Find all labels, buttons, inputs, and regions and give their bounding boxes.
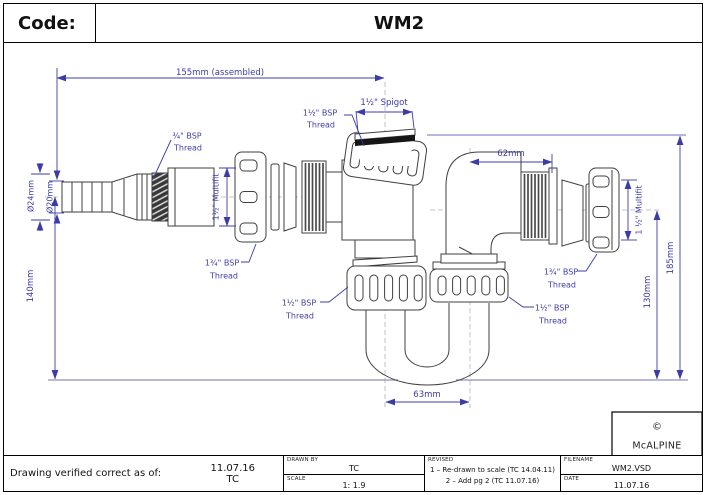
label-outlet-nut-1: 1¾" BSP xyxy=(544,268,578,277)
label-inlet-nut-2: Thread xyxy=(209,272,238,281)
trap-inlet-washer xyxy=(352,255,418,268)
verified-by: TC xyxy=(226,473,239,485)
label-spigot-nut-2: Thread xyxy=(306,121,335,130)
leader-outlet-nut xyxy=(578,253,598,272)
dim-140mm-label: 140mm xyxy=(26,270,36,303)
dim-155mm-label: 155mm (assembled) xyxy=(176,68,264,78)
dim-multifit-left-label: 1½" Multifit xyxy=(212,174,221,221)
taper-washer-right xyxy=(561,179,584,247)
dim-185mm-label: 185mm xyxy=(666,242,676,275)
date-row: DATE 11.07.16 xyxy=(561,473,702,492)
date-value: 11.07.16 xyxy=(613,481,650,490)
dim-dia20-label: Ø20mm xyxy=(45,181,55,213)
verified-date: 11.07.16 xyxy=(210,462,255,474)
filename-label: FILENAME xyxy=(564,457,594,463)
dim-dia24-label: Ø24mm xyxy=(26,180,36,212)
leader-spigot-nut xyxy=(344,114,365,147)
footer-table: Drawing verified correct as of: 11.07.16… xyxy=(4,455,702,491)
inlet-thread xyxy=(301,160,327,234)
verified-cell: Drawing verified correct as of: 11.07.16… xyxy=(4,456,284,491)
multifit-nut-right xyxy=(588,167,620,253)
dim-spigot-label: 1½" Spigot xyxy=(360,98,408,108)
label-trap-inlet-2: Thread xyxy=(285,312,314,321)
logo-box: © McALPINE xyxy=(611,411,703,457)
verified-label: Drawing verified correct as of: xyxy=(10,468,162,479)
drawing-sheet: Code: WM2 Drawing verified correct as of… xyxy=(3,3,703,492)
revision-entry: 1 – Re-drawn to scale (TC 14.04.11) xyxy=(430,466,555,474)
scale-row: SCALE 1: 1.9 xyxy=(284,473,424,492)
leader-trap-inlet xyxy=(320,286,349,303)
outlet-thread xyxy=(520,167,558,245)
logo-text: McALPINE xyxy=(632,441,681,452)
dim-130mm-label: 130mm xyxy=(643,276,653,309)
drawn-by-row: DRAWN BY TC xyxy=(284,456,424,474)
dim-63mm-label: 63mm xyxy=(413,390,440,400)
scale-value: 1: 1.9 xyxy=(342,481,366,490)
drawn-scale-cell: DRAWN BY TC SCALE 1: 1.9 xyxy=(284,456,425,491)
dim-multifit-right-label: 1 ½" Multifit xyxy=(635,185,644,234)
code-cell: Code: xyxy=(4,4,96,42)
revision-list: 1 – Re-drawn to scale (TC 14.04.11) 2 – … xyxy=(425,465,560,486)
leader-inlet-nut xyxy=(241,243,257,263)
dim-62mm-label: 62mm xyxy=(497,149,524,159)
date-label: DATE xyxy=(564,475,580,482)
spigot-end xyxy=(354,128,416,166)
revised-label: REVISED xyxy=(428,457,454,463)
u-bend xyxy=(365,303,490,386)
taper-washer-left xyxy=(283,162,297,232)
title-block: Code: WM2 xyxy=(4,4,702,43)
revision-entry: 2 – Add pg 2 (TC 11.07.16) xyxy=(445,476,540,485)
drawn-by-value: TC xyxy=(348,463,359,473)
code-label: Code: xyxy=(18,12,76,34)
label-trap-outlet-2: Thread xyxy=(538,317,567,326)
leader-trap-outlet xyxy=(508,296,534,308)
drawn-by-label: DRAWN BY xyxy=(287,457,319,463)
label-spigot-nut-1: 1½" BSP xyxy=(303,109,337,118)
leader-hose-thread xyxy=(152,139,172,180)
flat-washer-left xyxy=(270,163,280,231)
trap-outlet-nut xyxy=(429,268,509,303)
label-hose-thread-1: ¾" BSP xyxy=(172,132,201,141)
verified-value: 11.07.16 TC xyxy=(210,463,255,485)
code-value: WM2 xyxy=(373,12,425,34)
copyright-symbol: © xyxy=(652,422,662,433)
filename-value: WM2.VSD xyxy=(611,463,652,473)
hose-barb-connector xyxy=(61,173,153,221)
label-outlet-nut-2: Thread xyxy=(547,281,576,290)
label-inlet-nut-1: 1¾" BSP xyxy=(205,259,239,268)
label-trap-inlet-1: 1½" BSP xyxy=(282,299,316,308)
revised-cell: REVISED 1 – Re-drawn to scale (TC 14.04.… xyxy=(425,456,561,491)
connector-body xyxy=(167,167,215,227)
label-trap-outlet-1: 1½" BSP xyxy=(535,304,569,313)
multifit-nut-left xyxy=(234,151,267,243)
label-hose-thread-2: Thread xyxy=(173,144,202,153)
filename-row: FILENAME WM2.VSD xyxy=(561,456,702,474)
scale-label: SCALE xyxy=(287,475,306,482)
filename-date-cell: FILENAME WM2.VSD DATE 11.07.16 xyxy=(561,456,702,491)
